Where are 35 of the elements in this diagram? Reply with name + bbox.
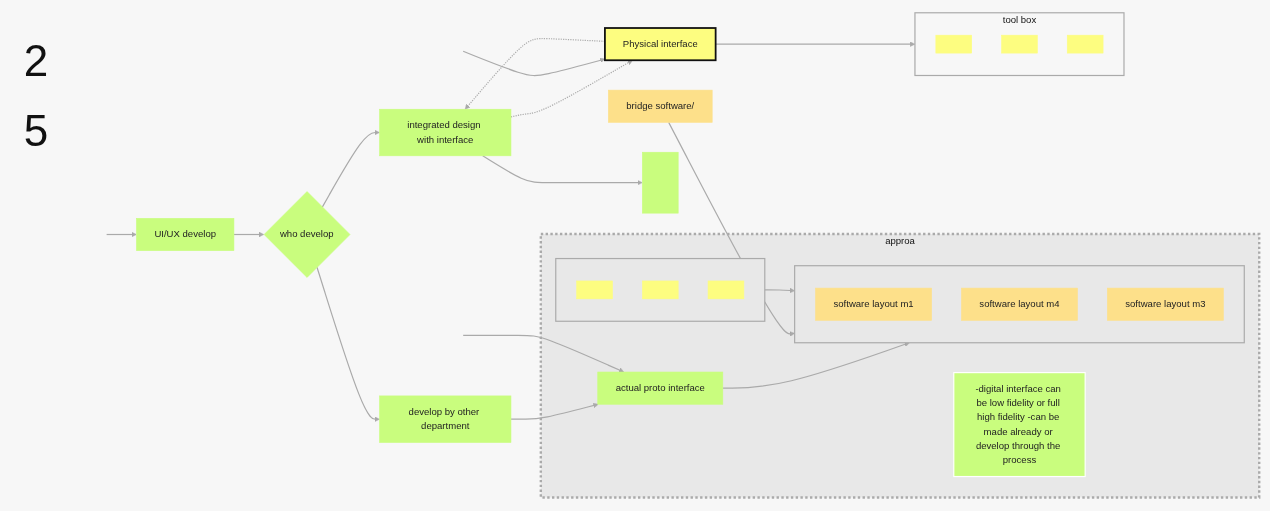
- arrow: [462, 51, 606, 77]
- node-box: [935, 35, 972, 54]
- step-number: 5: [23, 106, 49, 156]
- node-box: [1001, 35, 1038, 54]
- node-box: [1066, 35, 1104, 54]
- node-box: develop by other department: [379, 396, 512, 444]
- arrow: [722, 342, 910, 390]
- node-box: Physical interface: [604, 27, 717, 62]
- arrow: [316, 267, 380, 423]
- node-box: [576, 281, 613, 300]
- arrow: [464, 38, 606, 110]
- node-box: software layout m4: [961, 288, 1078, 322]
- node-box: -digital interface can be low fidelity or full high fidelity -can be made already or develop through the process: [953, 372, 1086, 478]
- node-box: actual proto interface: [597, 372, 724, 405]
- arrow: [233, 232, 265, 238]
- node-box: [642, 281, 679, 300]
- arrow: [510, 403, 599, 421]
- arrow: [321, 130, 380, 209]
- arrow: [764, 288, 795, 294]
- arrow: [106, 232, 137, 238]
- step-number: 2: [23, 36, 49, 86]
- node-diamond: who develop: [263, 191, 351, 279]
- arrow: [462, 335, 625, 373]
- cluster: [794, 265, 1245, 344]
- node-box: [707, 281, 745, 300]
- cluster: tool box: [914, 12, 1125, 77]
- node-box: UI/UX develop: [136, 218, 235, 252]
- arrow: [482, 155, 643, 186]
- node-box: integrated design with interface: [379, 109, 512, 157]
- arrow: [510, 60, 633, 118]
- node-bar: [642, 152, 679, 214]
- node-box: software layout m3: [1107, 288, 1224, 322]
- node-box: bridge software/: [608, 90, 713, 124]
- node-box: software layout m1: [815, 288, 932, 322]
- cluster: [555, 258, 766, 323]
